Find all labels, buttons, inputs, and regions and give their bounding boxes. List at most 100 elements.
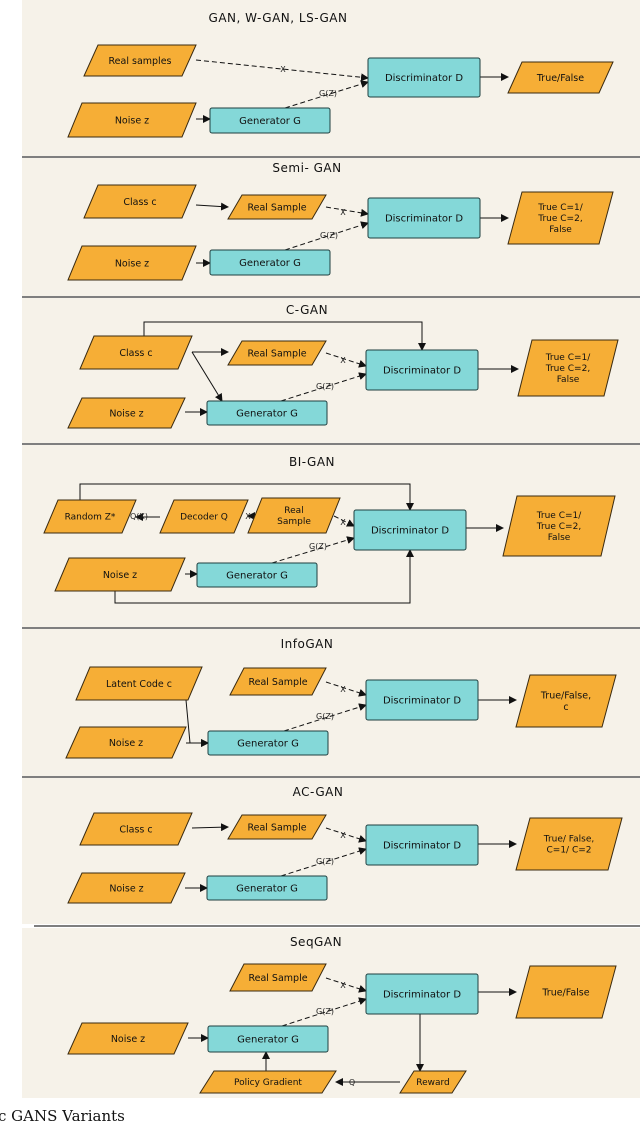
disc-model-box [365, 679, 479, 721]
gen-label: Generator G [226, 571, 288, 582]
real-label: Real Sample [247, 822, 306, 833]
x-to-discriminator-arrow [325, 206, 369, 217]
class-input-box [79, 335, 193, 370]
gz-to-discriminator-arrow [284, 221, 369, 251]
x-to-discriminator-arrow [325, 977, 367, 993]
disc-label: Discriminator D [371, 526, 449, 537]
disc-model-box [365, 973, 479, 1015]
noise-input-box [54, 557, 186, 592]
panel-title: C-GAN [286, 303, 328, 317]
gz-to-discriminator-arrow [284, 80, 369, 109]
disc-label: Discriminator D [383, 366, 461, 377]
out-label: True C=1/True C=2,False [537, 203, 584, 235]
real-input-box [227, 194, 327, 220]
real-label: Real samples [109, 56, 172, 67]
real-input-box [227, 814, 327, 840]
disc-label: Discriminator D [385, 73, 463, 84]
noise-input-box [67, 397, 186, 429]
edge-label-x: X [340, 685, 346, 694]
out-label: True/False [536, 73, 584, 84]
gz-to-discriminator-arrow [283, 703, 367, 732]
out-label: True/ False,C=1/ C=2 [543, 835, 594, 856]
out-input-box [515, 965, 617, 1019]
noise-label: Noise z [109, 883, 143, 894]
noise-input-box [67, 102, 197, 138]
out-label: True/False,c [540, 691, 591, 714]
edge-label-x: X [340, 518, 346, 527]
policy-label: Policy Gradient [234, 1078, 302, 1088]
edge-label-x: X [340, 356, 346, 365]
gz-to-discriminator-arrow [280, 847, 367, 877]
gen-label: Generator G [236, 884, 298, 895]
gen-model-box [207, 730, 329, 756]
edge-label-x: X [340, 981, 346, 990]
edge-label-gz: G(Z) [309, 542, 327, 551]
decoder-label: Decoder Q [180, 513, 228, 523]
real-input-box [227, 340, 327, 366]
figure-caption: c GANS Variants [0, 1107, 125, 1123]
class-label: Class c [119, 348, 152, 359]
noise-label: Noise z [109, 738, 143, 749]
gen-model-box [209, 107, 331, 134]
noise-label: Noise z [115, 115, 149, 126]
out-input-box [515, 817, 623, 871]
real-label: Real Sample [248, 677, 307, 688]
edge-label-gz: G(Z) [319, 89, 337, 98]
noise-input-box [67, 1022, 189, 1055]
edge-label-x: X [340, 208, 346, 217]
out-input-box [507, 61, 614, 94]
gen-label: Generator G [239, 116, 301, 127]
panel-title: BI-GAN [289, 455, 335, 469]
gen-model-box [209, 249, 331, 276]
edge-label-x: X [340, 831, 346, 840]
noise-input-box [65, 726, 187, 759]
panel-title: AC-GAN [293, 785, 344, 799]
out-label: True C=1/True C=2,False [545, 353, 592, 385]
x-to-discriminator-arrow [325, 352, 367, 368]
noise-input-box [67, 245, 197, 281]
class-label: Class c [119, 824, 152, 835]
disc-model-box [365, 349, 479, 391]
edge-label-gz: G(Z) [320, 231, 338, 240]
real-input-box [247, 497, 341, 534]
edge-label-gz: G(Z) [316, 382, 334, 391]
policy-input-box [199, 1070, 337, 1094]
random-to-discriminator-arrow [79, 483, 414, 511]
x-to-discriminator-arrow [325, 827, 367, 843]
out-label: True/False [541, 987, 589, 998]
class-label: Class c [123, 197, 156, 208]
gz-to-discriminator-arrow [271, 536, 355, 564]
edge-label-x: X [280, 65, 286, 74]
real-label: Real Sample [247, 202, 306, 213]
edge-label-x2: X [245, 512, 251, 521]
disc-model-box [353, 509, 467, 551]
disc-model-box [367, 57, 481, 98]
noise-label: Noise z [109, 408, 143, 419]
real-input-box [83, 44, 197, 77]
class-input-box [79, 812, 193, 846]
gen-label: Generator G [239, 258, 301, 269]
gen-model-box [207, 1025, 329, 1053]
noise-input-box [67, 872, 186, 904]
gz-to-discriminator-arrow [280, 372, 367, 402]
class-to-generator-arrow [191, 351, 223, 402]
edge-label-qx: Q(X) [130, 512, 148, 521]
latent-label: Latent Code c [106, 679, 172, 690]
noise-label: Noise z [111, 1034, 145, 1045]
random-input-box [43, 499, 137, 534]
gz-to-discriminator-arrow [281, 997, 367, 1027]
real-label: Real Sample [247, 348, 306, 359]
class-to-real-arrow [191, 823, 229, 832]
edge-label-gz: G(Z) [316, 712, 334, 721]
disc-model-box [367, 197, 481, 239]
real-input-box [229, 667, 327, 696]
panel-title: Semi- GAN [272, 161, 341, 175]
gen-label: Generator G [237, 1035, 299, 1046]
noise-to-discriminator-arrow [114, 549, 414, 604]
out-label: True C=1/True C=2,False [536, 511, 583, 543]
disc-label: Discriminator D [383, 696, 461, 707]
class-input-box [83, 184, 197, 219]
reward-label: Reward [416, 1078, 450, 1088]
class-to-discriminator-arrow [143, 321, 426, 351]
